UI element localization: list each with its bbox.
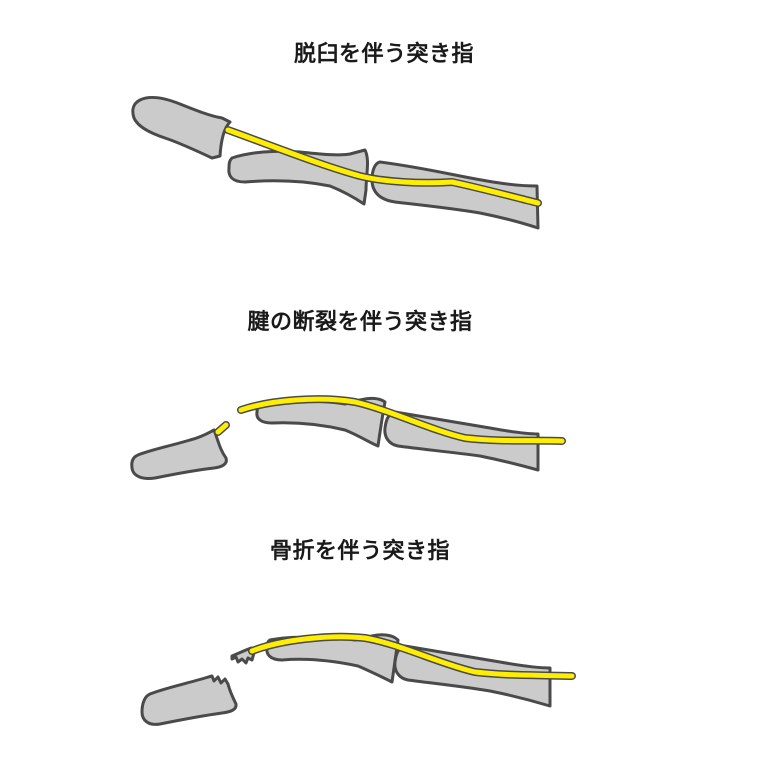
distal-phalanx-bone [140, 674, 238, 726]
fracture-diagram [140, 632, 576, 726]
diagram-title-fracture: 骨折を伴う突き指 [269, 539, 450, 564]
tendon [238, 396, 565, 444]
dislocation-diagram [131, 95, 542, 230]
distal-phalanx-bone [130, 428, 228, 480]
distal-phalanx-bone [131, 95, 232, 160]
diagram-title-dislocation: 脱臼を伴う突き指 [293, 42, 474, 67]
tendon [225, 127, 541, 206]
tendon-rupture-diagram [130, 395, 566, 480]
ruptured-tendon-stub [215, 422, 229, 435]
tendon [249, 634, 575, 679]
diagram-title-tendon-rupture: 腱の断裂を伴う突き指 [247, 310, 473, 335]
